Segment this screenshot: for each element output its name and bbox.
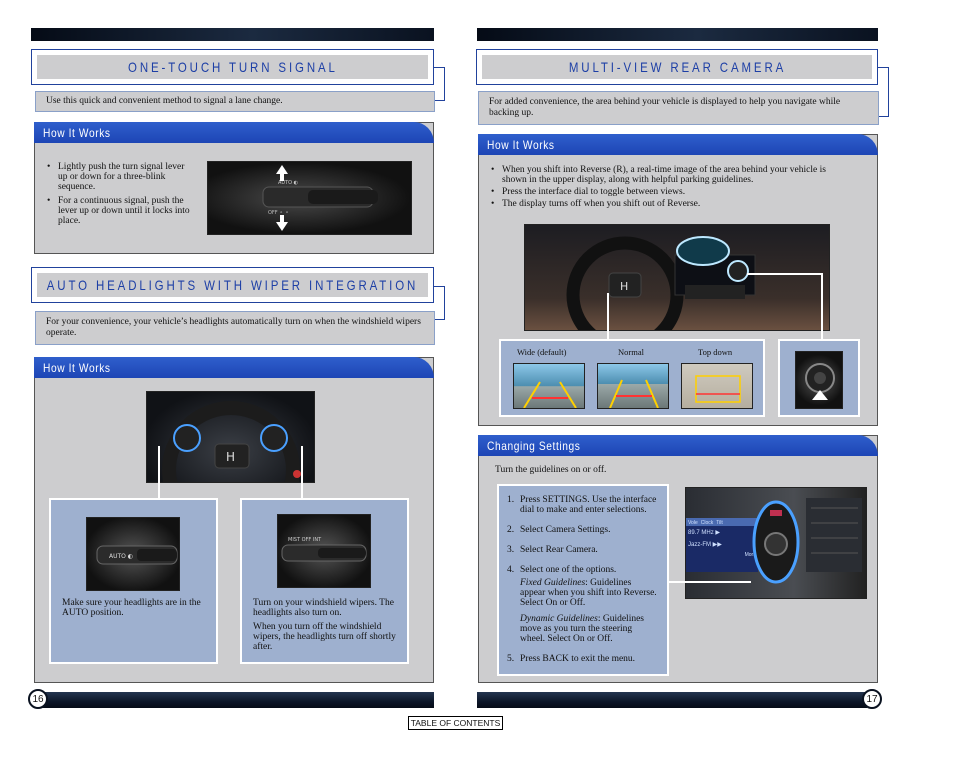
turn-signal-bullets: Lightly push the turn signal lever up or… [47,162,193,230]
camera-intro: For added convenience, the area behind y… [478,91,879,125]
turn-signal-lever-photo: AUTO ◐ OFF ⚬ ⚬ [207,161,412,235]
svg-text:H: H [226,450,235,464]
wiper-lever-photo: MIST OFF INT [277,514,371,588]
svg-text:AUTO ◐: AUTO ◐ [278,180,298,186]
camera-bullets: When you shift into Reverse (R), a real-… [491,165,851,213]
list-item: Press BACK to exit the menu. [520,654,636,664]
svg-text:H: H [620,280,628,293]
view-normal-image [597,363,669,409]
left-header-bar [31,28,434,41]
turn-signal-title-frame: ONE-TOUCH TURN SIGNAL [31,49,434,85]
list-item: Select Rear Camera. [520,545,598,555]
fixed-guidelines-text: : Guidelines appear when you shift into … [520,578,657,608]
dashboard-photo: H [524,224,830,331]
title-bracket [434,286,445,320]
view-label-wide: Wide (default) [517,347,567,357]
list-item: Select Camera Settings. [520,525,611,535]
headlights-tab: How It Works [34,357,434,378]
headlights-intro: For your convenience, your vehicle’s hea… [35,311,435,345]
camera-tab: How It Works [478,134,878,155]
right-footer-bar [477,692,867,708]
dynamic-guidelines-text: : Guidelines move as you turn the steeri… [520,614,645,644]
fixed-guidelines-label: Fixed Guidelines [520,578,586,588]
table-of-contents-link[interactable]: TABLE OF CONTENTS [408,716,503,730]
dynamic-guidelines-label: Dynamic Guidelines [520,614,598,624]
headlights-title: AUTO HEADLIGHTS WITH WIPER INTEGRATION [46,277,419,293]
view-label-top-down: Top down [698,347,733,357]
turn-signal-intro: Use this quick and convenient method to … [35,91,435,112]
view-top-down-image [681,363,753,409]
view-wide-image [513,363,585,409]
list-item: When you shift into Reverse (R), a real-… [491,165,851,185]
turn-signal-tab: How It Works [34,122,434,143]
page-number: 16 [28,689,48,709]
left-footer-bar [36,692,434,708]
wiper-switch-callout: MIST OFF INT Turn on your windshield wip… [240,498,409,664]
headlights-panel: How It Works H AUTO ◐ Make sure your hea… [34,357,434,683]
wiper-caption-2: When you turn off the windshield wipers,… [253,622,396,652]
callout-line [301,446,303,498]
callout-line [158,446,160,498]
camera-panel: How It Works When you shift into Reverse… [478,134,878,426]
title-bracket [878,67,889,117]
page-number: 17 [862,689,882,709]
callout-line [747,273,823,275]
callout-line [669,581,751,583]
turn-signal-panel: How It Works Lightly push the turn signa… [34,122,434,254]
interface-dial-callout [778,339,860,417]
list-item: Select one of the options. [520,565,617,575]
settings-steps: 1. Press SETTINGS. Use the interface dia… [507,495,657,664]
headlight-caption: Make sure your headlights are in the AUT… [62,598,201,618]
settings-tab: Changing Settings [478,435,878,456]
right-header-bar [477,28,878,41]
svg-text:AUTO ◐: AUTO ◐ [109,553,133,560]
list-item: The display turns off when you shift out… [491,199,851,209]
list-item: Press SETTINGS. Use the interface dial t… [520,495,657,515]
headlights-title-frame: AUTO HEADLIGHTS WITH WIPER INTEGRATION [31,267,434,303]
camera-title: MULTI-VIEW REAR CAMERA [568,59,786,75]
settings-panel: Changing Settings Turn the guidelines on… [478,435,878,683]
callout-line [607,293,609,339]
list-item: Lightly push the turn signal lever up or… [47,162,193,192]
headlight-switch-callout: AUTO ◐ Make sure your headlights are in … [49,498,218,664]
settings-steps-box: 1. Press SETTINGS. Use the interface dia… [497,484,669,676]
list-item: For a continuous signal, push the lever … [47,196,193,226]
wiper-caption-1: Turn on your windshield wipers. The head… [253,598,394,618]
svg-text:MIST OFF INT: MIST OFF INT [288,537,322,543]
headlight-switch-photo: AUTO ◐ [86,517,180,591]
title-bracket [434,67,445,101]
list-item: Press the interface dial to toggle betwe… [491,187,851,197]
svg-text:OFF ⚬ ⚬: OFF ⚬ ⚬ [268,210,289,216]
steering-wheel-photo: H [146,391,315,483]
camera-title-frame: MULTI-VIEW REAR CAMERA [476,49,878,85]
settings-intro: Turn the guidelines on or off. [495,465,607,475]
turn-signal-title: ONE-TOUCH TURN SIGNAL [127,59,338,75]
camera-views-callout: Wide (default) Normal Top down [499,339,765,417]
interface-dial-photo [795,351,843,409]
callout-line [821,273,823,339]
view-label-normal: Normal [618,347,644,357]
